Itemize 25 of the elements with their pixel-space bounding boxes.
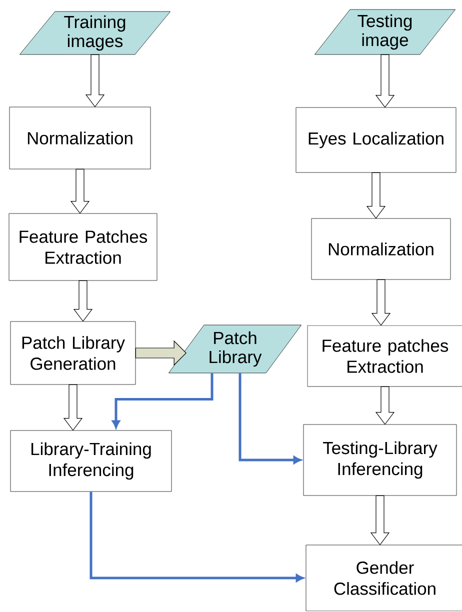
- data-parallelogram: Patch Library: [168, 324, 302, 374]
- block-arrow: [70, 168, 90, 214]
- process-box: Eyes Localization: [296, 107, 456, 173]
- block-arrow: [371, 279, 391, 326]
- block-arrow: [85, 54, 105, 108]
- arrow: [112, 373, 214, 428]
- process-box: Feature Patches Extraction: [8, 213, 158, 281]
- data-parallelogram: Testing image: [314, 9, 456, 55]
- process-box: Normalization: [9, 106, 151, 170]
- block-arrow: [135, 340, 187, 366]
- block-arrow: [370, 495, 390, 546]
- process-box: Patch Library Generation: [10, 321, 136, 385]
- block-arrow: [375, 386, 395, 425]
- block-arrow: [375, 54, 395, 108]
- process-box: Testing-Library Inferencing: [303, 424, 457, 496]
- block-arrow: [73, 280, 93, 322]
- block-arrow: [63, 384, 83, 431]
- process-box: Normalization: [311, 218, 451, 280]
- data-parallelogram: Training images: [19, 11, 170, 55]
- process-box: Gender Classification: [306, 544, 462, 612]
- arrow: [238, 373, 302, 464]
- process-box: Feature patches Extraction: [307, 325, 462, 387]
- arrow: [90, 492, 304, 582]
- block-arrow: [366, 172, 386, 219]
- process-box: Library-Training Inferencing: [10, 430, 172, 492]
